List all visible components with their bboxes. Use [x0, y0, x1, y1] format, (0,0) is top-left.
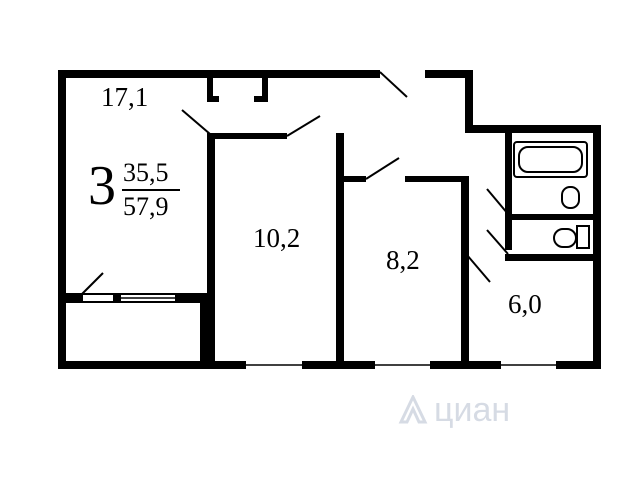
window-room-middle — [373, 361, 432, 369]
wall-stub-left — [207, 78, 213, 102]
watermark: циан — [398, 393, 510, 427]
entrance-door-leaf — [379, 71, 408, 98]
toilet-tank-icon — [576, 225, 590, 249]
living-area-value: 35,5 — [123, 158, 169, 187]
room-left-door-leaf — [286, 115, 321, 137]
wall-step-horizontal — [465, 125, 601, 133]
wall-right — [593, 125, 601, 369]
window-room-left — [244, 361, 304, 369]
fraction-divider — [122, 189, 180, 191]
room-middle-area-label: 8,2 — [386, 245, 420, 275]
room-middle-top-wall-left — [336, 176, 366, 182]
window-balcony-door — [83, 295, 177, 301]
bathtub-inner — [518, 146, 583, 173]
cian-logo-icon — [398, 395, 428, 424]
balcony-door-leaf — [79, 272, 104, 297]
room-middle-door-leaf — [365, 157, 400, 180]
bathroom-left-wall-upper — [505, 133, 512, 219]
room-divider-wall-right — [461, 176, 469, 369]
bathroom-left-wall-lower — [505, 220, 512, 250]
sink-icon — [561, 186, 580, 209]
wall-left — [58, 70, 66, 369]
wall-step-vertical — [465, 70, 473, 132]
room-left-wall — [207, 133, 215, 369]
watermark-text: циан — [434, 391, 511, 429]
bathroom-middle-wall — [505, 214, 593, 220]
wall-stub-right-foot — [254, 96, 268, 102]
rooms-count: 3 — [88, 155, 116, 217]
toilet-door-leaf — [486, 229, 509, 255]
kitchen-area-label: 17,1 — [101, 82, 149, 112]
wall-top-left — [58, 70, 380, 78]
room-left-top-wall — [207, 133, 287, 139]
room-middle-top-wall-right — [405, 176, 467, 182]
windows — [83, 295, 558, 369]
room-right-area-label: 6,0 — [508, 289, 542, 319]
wall-stub-right — [262, 78, 268, 102]
wall-top-right — [425, 70, 473, 78]
wall-stub-left-foot — [207, 96, 219, 102]
total-area-value: 57,9 — [123, 192, 169, 221]
bathroom-bottom-wall — [505, 254, 593, 261]
toilet-icon — [553, 228, 577, 248]
room-divider-wall — [336, 133, 344, 369]
window-room-right — [499, 361, 558, 369]
wall-bottom — [58, 361, 601, 369]
bathroom-door-leaf — [486, 188, 509, 215]
room-right-door-leaf — [466, 254, 491, 283]
room-left-area-label: 10,2 — [253, 223, 301, 253]
balcony-right-wall — [200, 293, 208, 369]
kitchen-door-leaf — [181, 109, 211, 135]
